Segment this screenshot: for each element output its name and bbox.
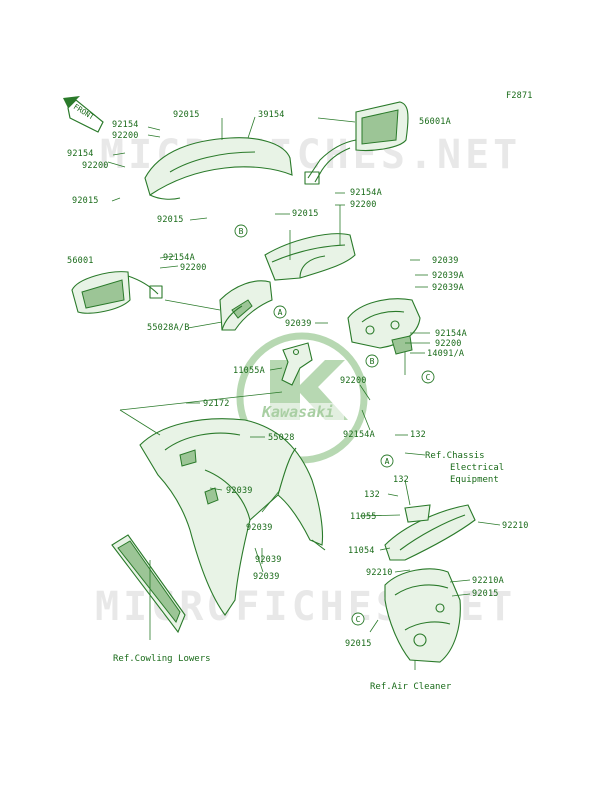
part-label: 92200: [340, 376, 367, 386]
front-arrow-icon: FRONT: [63, 96, 104, 133]
part-label: 92172: [203, 399, 230, 409]
part-label: 92154A: [435, 329, 467, 339]
part-label: 92039A: [432, 271, 464, 281]
part-label: 92039A: [432, 283, 464, 293]
ref-chassis-line3: Equipment: [450, 475, 499, 485]
part-label: 92039: [246, 523, 273, 533]
part-label: 55028: [268, 433, 295, 443]
part-label: 92039: [432, 256, 459, 266]
svg-text:A: A: [278, 308, 283, 317]
part-label: 92039: [253, 572, 280, 582]
bracket-11055a: [281, 342, 313, 386]
ref-cowling-lowers: Ref.Cowling Lowers: [113, 654, 211, 664]
part-label: 92200: [435, 339, 462, 349]
part-label: 14091/A: [427, 349, 464, 359]
part-label: 92039: [285, 319, 312, 329]
part-label: 92200: [82, 161, 109, 171]
bracket-11055: [404, 504, 431, 523]
lower-side-panel: [111, 534, 186, 634]
part-label: 92039: [226, 486, 253, 496]
part-label: 92015: [345, 639, 372, 649]
callout-c-mid: C: [421, 370, 435, 384]
part-label: 92015: [472, 589, 499, 599]
part-label: 92015: [173, 110, 200, 120]
left-inner-bracket: [219, 280, 273, 331]
svg-text:B: B: [370, 357, 375, 366]
inner-cowl: [264, 233, 356, 281]
reference-labels: Ref.Chassis Electrical Equipment Ref.Cow…: [113, 451, 504, 692]
part-label: 92154A: [343, 430, 375, 440]
part-label: 92015: [292, 209, 319, 219]
callout-a-left: A: [273, 305, 287, 319]
svg-text:C: C: [426, 373, 431, 382]
figure-code: F2871: [506, 91, 533, 101]
svg-text:A: A: [385, 457, 390, 466]
part-label: 92200: [112, 131, 139, 141]
svg-text:B: B: [239, 227, 244, 236]
part-label: 39154: [258, 110, 285, 120]
air-cleaner-bracket: [384, 568, 461, 663]
part-label: 92154A: [163, 253, 195, 263]
part-label: 56001A: [419, 117, 451, 127]
part-label: 92210: [366, 568, 393, 578]
part-label: 56001: [67, 256, 94, 266]
part-label: 92210: [502, 521, 529, 531]
part-label: 55028A/B: [147, 323, 190, 333]
ref-chassis-line2: Electrical: [450, 463, 504, 473]
callout-a-right: A: [380, 454, 394, 468]
part-label: 132: [364, 490, 380, 500]
left-mirror: [71, 271, 163, 314]
part-label: 132: [393, 475, 409, 485]
part-label: 92200: [180, 263, 207, 273]
part-label: 92200: [350, 200, 377, 210]
part-label: 92210A: [472, 576, 504, 586]
part-label: 11054: [348, 546, 375, 556]
callout-b-top: B: [234, 224, 248, 238]
callout-c-bottom: C: [351, 612, 365, 626]
right-mirror: [304, 101, 409, 185]
part-label: 132: [410, 430, 426, 440]
part-label: 92154A: [350, 188, 382, 198]
part-label: 92154: [67, 149, 94, 159]
part-label: 92015: [157, 215, 184, 225]
right-cowl-stay: [347, 298, 421, 355]
ref-chassis-line1: Ref.Chassis: [425, 451, 485, 461]
windshield: [144, 137, 293, 200]
part-labels: 92015 39154 92154 92200 92154 92200 9201…: [67, 110, 529, 649]
part-label: 92154: [112, 120, 139, 130]
part-label: 92015: [72, 196, 99, 206]
leader-lines: [107, 116, 501, 670]
svg-text:C: C: [356, 615, 361, 624]
ref-air-cleaner: Ref.Air Cleaner: [370, 682, 452, 692]
upper-cowl: [139, 418, 326, 616]
part-label: 92039: [255, 555, 282, 565]
part-label: 11055: [350, 512, 377, 522]
callout-b-mid: B: [365, 354, 379, 368]
kawasaki-wordmark: Kawasaki: [261, 403, 334, 421]
part-label: 11055A: [233, 366, 265, 376]
bracket-11054: [384, 504, 476, 561]
